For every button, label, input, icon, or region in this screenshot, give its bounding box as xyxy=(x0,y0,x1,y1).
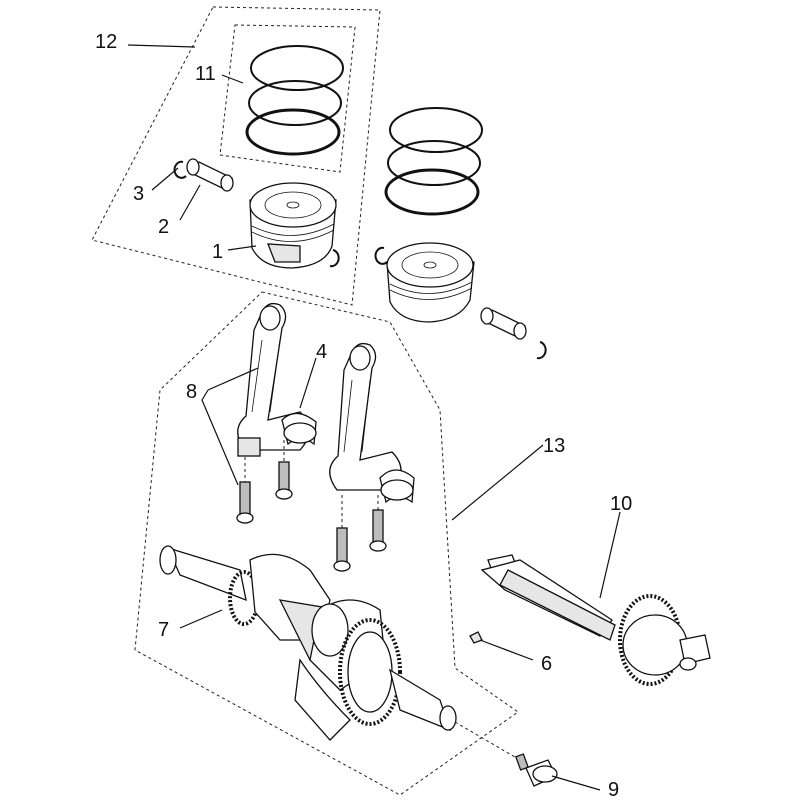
callout-6: 6 xyxy=(541,653,552,675)
connecting-rod-right xyxy=(329,342,402,491)
connecting-rod-left xyxy=(237,302,310,457)
callout-3: 3 xyxy=(133,183,144,205)
piston-pin-left xyxy=(186,158,234,192)
piston-left xyxy=(249,182,337,269)
balancer-shaft xyxy=(480,554,711,686)
key xyxy=(469,631,483,644)
circlip-left xyxy=(173,160,187,179)
piston-ring-set-right xyxy=(384,107,483,216)
callout-11: 11 xyxy=(195,63,216,85)
callout-12: 12 xyxy=(95,31,117,53)
piston-right xyxy=(386,242,475,323)
callout-13: 13 xyxy=(543,435,565,457)
con-rod-bolt-left-2 xyxy=(275,440,293,500)
con-rod-bolt-left-1 xyxy=(236,457,254,524)
crankshaft-kit-outline xyxy=(134,291,519,796)
con-rod-bolt-right-2 xyxy=(369,495,387,552)
con-rod-bolt-right-1 xyxy=(333,495,351,572)
callout-4: 4 xyxy=(316,341,327,363)
callout-1: 1 xyxy=(212,241,223,263)
piston-ring-set-left xyxy=(245,45,344,156)
callout-7: 9 xyxy=(608,779,619,800)
con-rod-bearing-left xyxy=(281,412,317,446)
ring-set-outline xyxy=(219,24,356,173)
piston-pin-right xyxy=(480,307,527,340)
crank-bolt xyxy=(515,753,558,787)
piston-kit-outline xyxy=(91,6,381,306)
callout-9: 8 xyxy=(186,381,197,403)
callout-2: 2 xyxy=(158,216,169,238)
callout-8: 7 xyxy=(158,619,169,641)
circlip-right-2 xyxy=(536,341,547,360)
crankshaft xyxy=(159,545,521,761)
con-rod-bearing-right xyxy=(379,469,415,504)
callout-10: 10 xyxy=(610,493,632,515)
circlip-right-1 xyxy=(374,246,388,265)
circlip-left-2 xyxy=(329,249,340,268)
